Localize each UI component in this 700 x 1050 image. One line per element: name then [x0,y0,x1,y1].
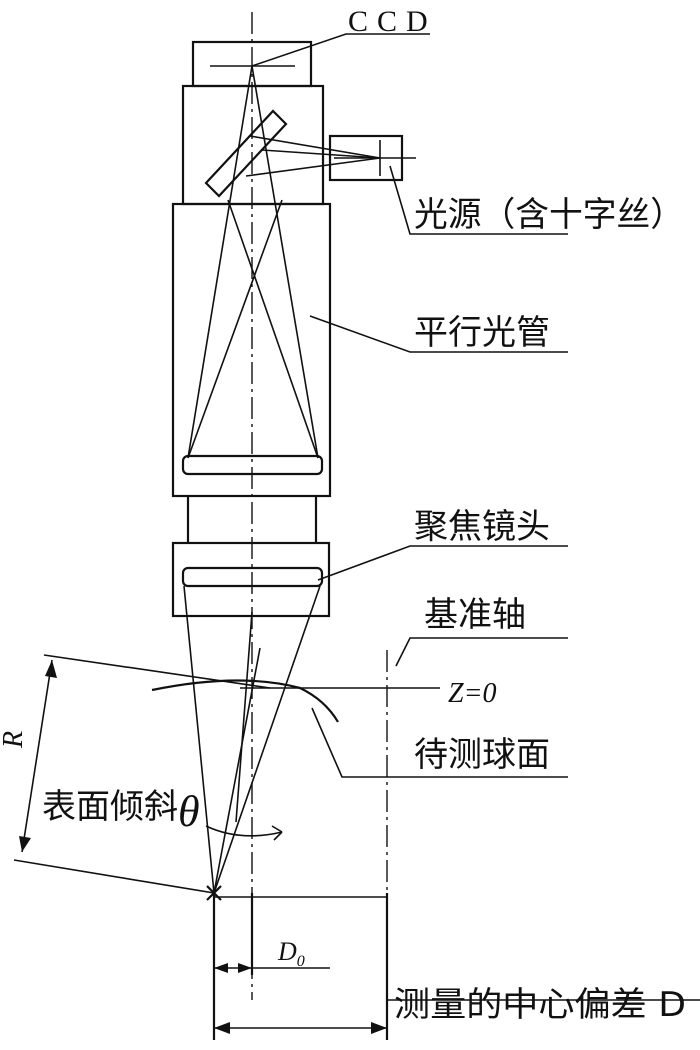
sphere-under-test-label: 待测球面 [414,735,550,775]
d0-subscript: 0 [297,953,305,970]
radius-r-label: R [0,731,29,749]
d0-letter: D [277,937,297,966]
light-rays [183,65,381,894]
light-source-label: 光源（含十字丝） [414,195,684,235]
theta-symbol: θ [178,787,200,836]
d0-label: D0 [277,937,305,970]
offset-dimensions [212,893,389,1040]
radius-dimension [13,654,271,894]
sphere-surface [151,679,440,723]
tilt-arc [205,825,283,837]
collimator-label: 平行光管 [414,313,550,353]
leader-lines [251,33,700,1001]
center-deviation-label: 测量的中心偏差 D [394,985,686,1025]
focusing-lens-label: 聚焦镜头 [414,507,550,547]
focusing-lens-housing [171,541,331,618]
z-zero-label: Z=0 [448,678,496,709]
ccd-label: CCD [348,5,437,38]
connector-tube [186,496,318,543]
surface-tilt-label: 表面倾斜 [42,787,178,827]
reference-axis-label: 基准轴 [424,595,526,635]
